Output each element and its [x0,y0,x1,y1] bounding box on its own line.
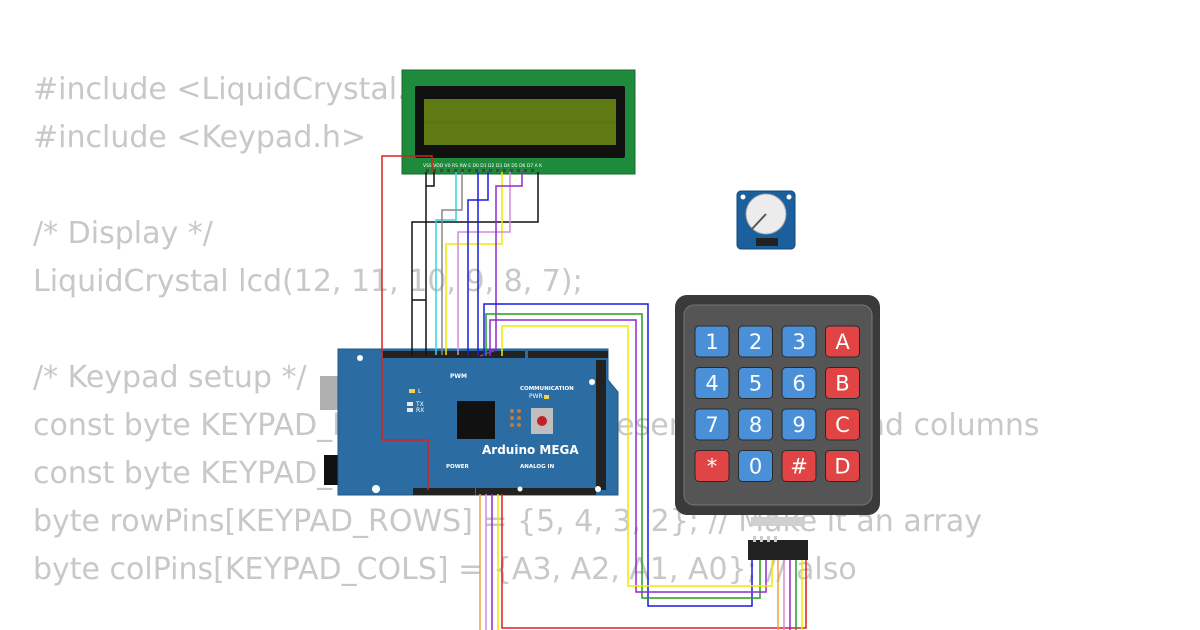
keypad-key[interactable]: C [825,408,860,441]
keypad-key-label: A [835,330,850,354]
lcd-display[interactable]: VSS VDD V0 RS RW E D0 D1 D2 D3 D4 D5 D6 … [401,69,636,175]
keypad-key-label: * [707,455,718,479]
keypad-key-cap [825,325,860,358]
code-line: #include <Keypad.h> [33,120,367,155]
header-comm-top [528,351,608,358]
keypad-key-label: 9 [792,413,805,437]
keypad-key-cap [738,450,773,482]
led-rx-label: RX [416,407,424,414]
led-pwr-label: PWR [529,393,543,400]
keypad-key-label: 2 [749,330,762,354]
keypad-key[interactable]: 4 [694,367,730,399]
led-tx [407,402,413,406]
led-rx [407,408,413,412]
usb-port [320,376,338,410]
arduino-mega-board[interactable]: PWM COMMUNICATION POWER ANALOG IN Arduin… [320,348,619,496]
keypad-key-cap [781,450,817,482]
code-line: /* Keypad setup */ [33,360,307,395]
wires [381,155,807,630]
keypad-key-cap [738,408,773,441]
keypad-key-label: 0 [749,455,762,479]
keypad-key-label: 1 [705,330,718,354]
keypad-key-cap [694,325,730,358]
keypad-key[interactable]: 7 [694,408,730,441]
keypad-key[interactable]: B [825,367,860,399]
code-line: LiquidCrystal lcd(12, 11, 10, 9, 8, 7); [33,264,583,299]
wire-col-red [501,494,807,629]
wire-row-4 [501,325,773,587]
icsp-header [510,409,521,427]
wire-violet-d5 [457,172,511,355]
keypad-connector [748,540,808,560]
led-l-label: L [418,388,422,395]
keypad-key[interactable]: * [694,450,730,482]
keypad-key-cap [694,408,730,441]
led-tx-label: TX [415,401,424,408]
keypad-4x4[interactable]: 1 2 3 A 4 5 6 B 7 8 9 C * 0 # D [675,295,880,560]
led-pwr [544,395,549,399]
keypad-key-cap [738,367,773,399]
keypad-key-label: 6 [792,372,805,396]
wire-gray-e [441,172,463,355]
power-label: POWER [446,464,470,470]
pwm-label: PWM [450,373,467,380]
keypad-key-label: C [835,413,850,437]
keypad-key[interactable]: 5 [738,367,773,399]
keypad-key-label: B [835,372,849,396]
knob-indicator [751,213,767,230]
keypad-key-cap [825,450,860,482]
keypad-key-label: 4 [705,372,718,396]
keypad-ribbon [751,517,805,526]
keypad-key-cap [825,367,860,399]
header-digital-top [383,351,525,358]
keypad-key[interactable]: 8 [738,408,773,441]
code-line: byte colPins[KEYPAD_COLS] = {A3, A2, A1,… [33,552,857,587]
keypad-key-label: D [834,455,850,479]
keypad-key[interactable]: D [825,450,860,482]
keypad-key[interactable]: 6 [781,367,817,399]
keypad-key[interactable]: 3 [781,325,817,358]
led-l [409,389,415,393]
keypad-key[interactable]: 9 [781,408,817,441]
wire-yellow-d4 [445,172,503,355]
code-line: /* Display */ [33,216,213,251]
header-analog [476,488,596,495]
keypad-key[interactable]: A [825,325,860,358]
keypad-key-label: 8 [749,413,762,437]
board-name: Arduino MEGA [482,443,579,457]
communication-label: COMMUNICATION [520,386,574,392]
keypad-key-cap [738,325,773,358]
wire-red-power [381,155,433,490]
keypad-key[interactable]: 1 [694,325,730,358]
keypad-key-cap [781,408,817,441]
keypad-key-cap [781,367,817,399]
potentiometer[interactable] [736,190,796,250]
keypad-key[interactable]: 2 [738,325,773,358]
keypad-key-cap [694,450,730,482]
keypad-key-label: 3 [792,330,805,354]
keypad-key-label: # [790,455,808,479]
lcd-pin-header [426,169,534,172]
keypad-key-cap [781,325,817,358]
wire-cyan-rs [435,172,457,355]
keypad-key[interactable]: # [781,450,817,482]
analog-in-label: ANALOG IN [520,464,555,470]
header-side [596,360,606,490]
mcu-chip [457,401,495,439]
keypad-key-label: 5 [749,372,762,396]
keypad-key-cap [694,367,730,399]
keypad-key[interactable]: 0 [738,450,773,482]
lcd-pin-labels: VSS VDD V0 RS RW E D0 D1 D2 D3 D4 D5 D6 … [423,163,543,169]
keypad-key-cap [825,408,860,441]
header-power [413,488,475,495]
keypad-key-label: 7 [705,413,718,437]
